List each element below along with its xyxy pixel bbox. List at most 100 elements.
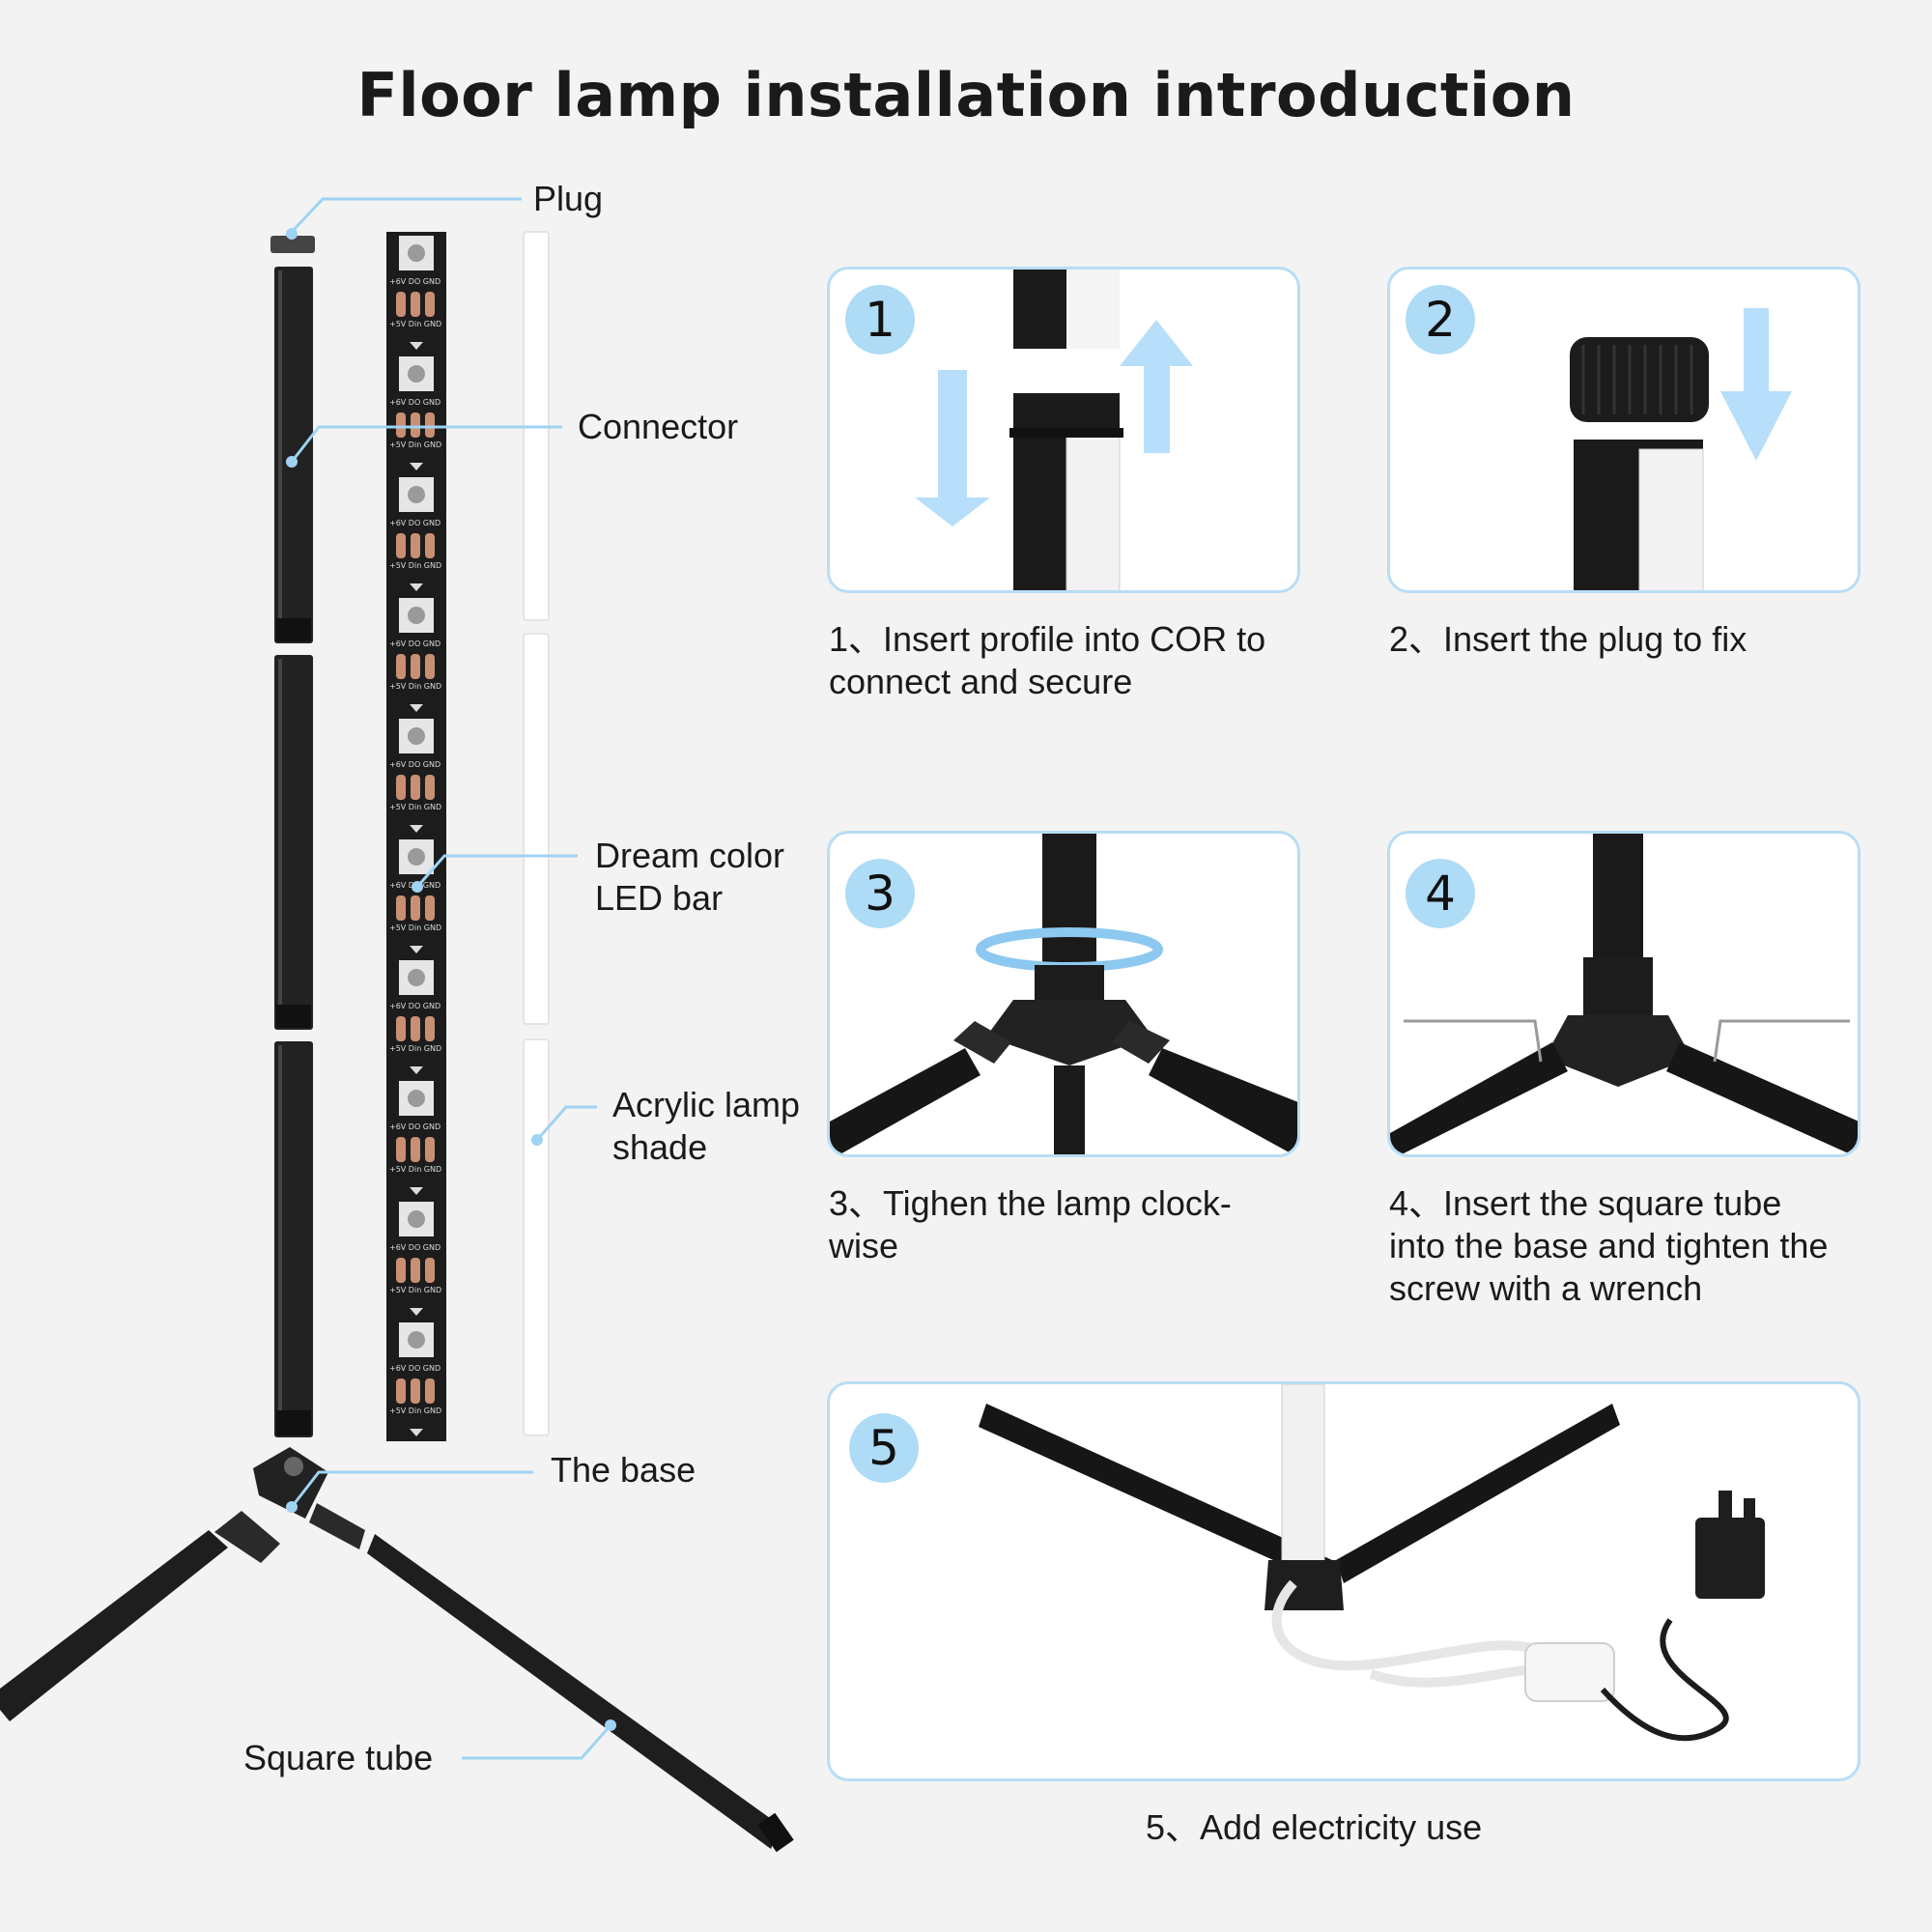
step-4-caption: 4、Insert the square tube into the base a…: [1389, 1183, 1829, 1308]
square-tube-right: [367, 1534, 781, 1849]
led-strip-label: +6V DO GND: [389, 519, 440, 527]
led-strip-label: +5V Din GND: [389, 1044, 441, 1053]
base-hub: [253, 1447, 328, 1519]
page-title: Floor lamp installation introduction: [356, 60, 1576, 130]
led-chip-lens: [408, 1210, 425, 1228]
step-1-panel: 1: [827, 267, 1300, 593]
solder-pad: [425, 412, 435, 438]
step-1-caption: 1、Insert profile into COR to connect and…: [829, 619, 1266, 701]
label-acrylic-shade: Acrylic lamp shade: [612, 1085, 801, 1167]
led-chip-lens: [408, 244, 425, 262]
direction-arrow: [410, 342, 423, 350]
led-chip-lens: [408, 607, 425, 624]
aluminum-profile: [274, 267, 313, 1437]
solder-pad: [396, 1016, 406, 1041]
solder-pad: [396, 1137, 406, 1162]
direction-arrow: [410, 463, 423, 470]
led-strip-label: +5V Din GND: [389, 1406, 441, 1415]
step-2-illustration: [1570, 308, 1792, 590]
direction-arrow: [410, 1429, 423, 1436]
solder-pad: [396, 895, 406, 921]
label-plug: Plug: [533, 179, 604, 218]
step-2-caption: 2、Insert the plug to fix: [1389, 619, 1747, 659]
label-square-tube: Square tube: [243, 1738, 434, 1777]
led-strip-label: +5V Din GND: [389, 320, 441, 328]
led-strip-label: +6V DO GND: [389, 760, 440, 769]
solder-pad: [411, 533, 420, 558]
led-strip-label: +6V DO GND: [389, 1243, 440, 1252]
step-2-panel: 2: [1387, 267, 1861, 593]
led-strip-label: +5V Din GND: [389, 1165, 441, 1174]
solder-pad: [396, 292, 406, 317]
led-strip-label: +6V DO GND: [389, 1364, 440, 1373]
solder-pad: [411, 1258, 420, 1283]
solder-pad: [396, 533, 406, 558]
solder-pad: [411, 292, 420, 317]
label-connector: Connector: [578, 407, 739, 446]
led-strip-label: +6V DO GND: [389, 1122, 440, 1131]
step-5-badge: 5: [849, 1413, 919, 1483]
solder-pad: [411, 895, 420, 921]
direction-arrow: [410, 946, 423, 953]
solder-pad: [396, 1258, 406, 1283]
led-strip-label: +5V Din GND: [389, 803, 441, 811]
step-5-panel: 5: [827, 1381, 1861, 1781]
step-4-panel: 4: [1387, 831, 1861, 1157]
solder-pad: [396, 1378, 406, 1404]
solder-pad: [425, 1258, 435, 1283]
direction-arrow: [410, 1187, 423, 1195]
led-chip-lens: [408, 727, 425, 745]
step-5-caption: 5、Add electricity use: [1146, 1807, 1483, 1847]
solder-pad: [396, 654, 406, 679]
solder-pad: [411, 654, 420, 679]
led-chip-lens: [408, 969, 425, 986]
solder-pad: [411, 412, 420, 438]
acrylic-shade: [523, 231, 550, 1436]
led-chip-lens: [408, 365, 425, 383]
step-5-illustration: [979, 1384, 1765, 1742]
direction-arrow: [410, 583, 423, 591]
step-1-illustration: [915, 270, 1193, 590]
solder-pad: [425, 533, 435, 558]
solder-pad: [425, 1378, 435, 1404]
solder-pad: [396, 412, 406, 438]
solder-pad: [411, 1378, 420, 1404]
led-strip-label: +5V Din GND: [389, 561, 441, 570]
step-3-illustration: [830, 834, 1297, 1154]
direction-arrow: [410, 704, 423, 712]
label-led-bar: Dream color LED bar: [595, 836, 785, 918]
solder-pad: [425, 775, 435, 800]
direction-arrow: [410, 1308, 423, 1316]
led-chip-lens: [408, 848, 425, 866]
step-1-badge: 1: [845, 285, 915, 355]
led-strip-label: +6V DO GND: [389, 1002, 440, 1010]
led-chip-lens: [408, 1331, 425, 1349]
solder-pad: [425, 292, 435, 317]
solder-pad: [425, 1016, 435, 1041]
led-strip-label: +5V Din GND: [389, 1286, 441, 1294]
solder-pad: [425, 1137, 435, 1162]
step-3-panel: 3: [827, 831, 1300, 1157]
solder-pad: [425, 895, 435, 921]
led-strip-label: +5V Din GND: [389, 682, 441, 691]
step-4-badge: 4: [1406, 859, 1475, 928]
led-strip-label: +6V DO GND: [389, 639, 440, 648]
led-strip-label: +5V Din GND: [389, 923, 441, 932]
solder-pad: [411, 1016, 420, 1041]
plug-part: [270, 236, 315, 253]
square-tube-left: [0, 1530, 228, 1721]
step-3-badge: 3: [845, 859, 915, 928]
direction-arrow: [410, 825, 423, 833]
step-2-badge: 2: [1406, 285, 1475, 355]
led-strip-label: +6V DO GND: [389, 398, 440, 407]
direction-arrow: [410, 1066, 423, 1074]
label-base: The base: [551, 1450, 696, 1490]
led-chip-lens: [408, 1090, 425, 1107]
solder-pad: [396, 775, 406, 800]
led-strip-label: +6V DO GND: [389, 277, 440, 286]
led-chip-lens: [408, 486, 425, 503]
solder-pad: [425, 654, 435, 679]
led-strip-label: +5V Din GND: [389, 440, 441, 449]
solder-pad: [411, 1137, 420, 1162]
